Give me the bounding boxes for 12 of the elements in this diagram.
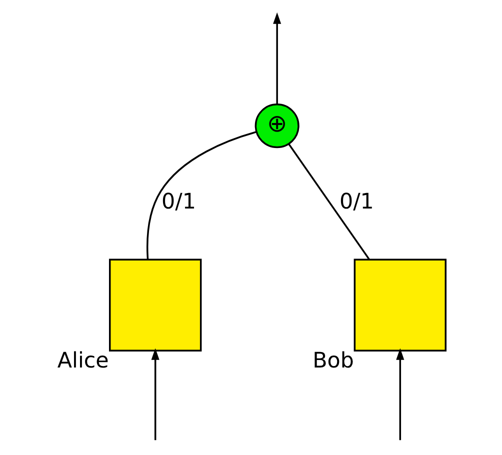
arrow [396, 348, 404, 440]
connector [288, 144, 370, 260]
node-label: Bob [312, 348, 354, 374]
node-box [109, 258, 202, 352]
edge-label: 0/1 [339, 190, 374, 215]
node-box [354, 258, 447, 352]
edge-label: 0/1 [162, 190, 196, 215]
node-circle: ⊕ [254, 104, 300, 148]
arrow [273, 12, 282, 104]
connector [146, 131, 257, 260]
node-label: Alice [57, 348, 109, 374]
arrow [151, 348, 160, 440]
